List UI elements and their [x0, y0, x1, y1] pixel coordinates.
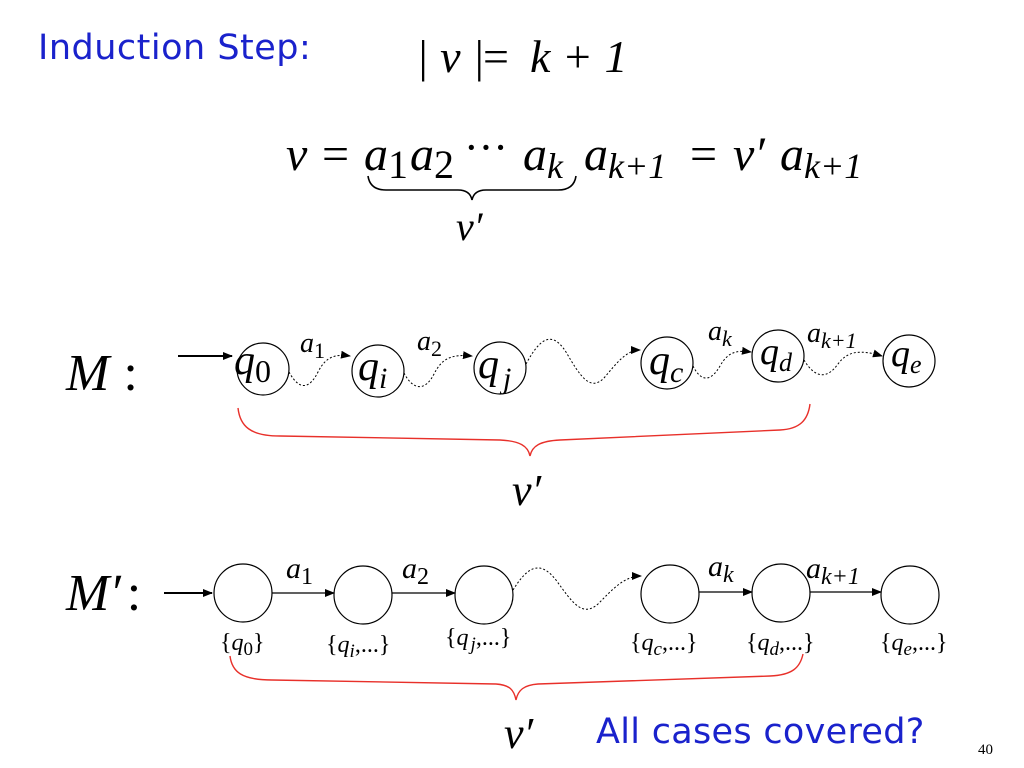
length-rhs: k + 1: [530, 31, 627, 82]
mp-state-0: [213, 563, 273, 623]
mp-set-4: {qd,...}: [746, 630, 815, 660]
m-state-qi-label: qi: [358, 344, 387, 395]
mp-state-1: [333, 565, 393, 625]
length-equals: =: [483, 31, 509, 82]
mp-state-5: [880, 565, 940, 625]
mp-label-ak1: ak+1: [806, 552, 860, 590]
m-brace-label: v′: [512, 466, 543, 515]
m-state-q0: [236, 342, 290, 396]
length-lhs: | v |: [416, 31, 485, 82]
mp-set-1: {qi,...}: [326, 632, 390, 662]
mp-label-a2: a2: [402, 552, 429, 590]
m-state-qe-label: qe: [891, 333, 922, 379]
m-state-qc-label: qc: [649, 338, 683, 389]
mp-state-3: [640, 564, 700, 624]
m-transition-qc-qd: [692, 346, 752, 379]
m-transition-qj-qc: [525, 338, 641, 384]
mp-state-2: [454, 565, 514, 625]
decomp-dots: ···: [464, 123, 508, 172]
machine-m-prime: M′: a1 a2 ak: [65, 550, 948, 758]
length-formula: | v | = k + 1: [416, 31, 627, 82]
m-state-qi: [351, 344, 405, 398]
m-red-brace: [237, 403, 811, 457]
mp-set-3: {qc,...}: [630, 630, 698, 660]
decomp-a2: a2: [410, 128, 454, 187]
m-label-a2: a2: [417, 326, 442, 361]
page-number: 40: [978, 742, 993, 758]
machine-m-prime-label: M′:: [65, 565, 141, 622]
m-label-ak: ak: [708, 316, 733, 351]
decomp-ak1b: ak+1: [780, 128, 862, 186]
mp-set-0: {q0}: [220, 630, 265, 660]
m-state-q0-label: q0: [234, 338, 271, 389]
decomp-v: v: [286, 128, 308, 181]
m-state-qd-label: qd: [760, 331, 793, 377]
slide-heading: Induction Step:: [38, 28, 312, 68]
decomp-ak: ak: [523, 128, 564, 186]
mp-red-brace: [229, 653, 804, 701]
mp-transition-2-3: [512, 567, 642, 610]
machine-m-label: M:: [65, 345, 138, 402]
m-transition-qi-qj: [403, 351, 473, 388]
m-state-qc: [640, 336, 694, 390]
m-label-ak1: ak+1: [807, 318, 857, 353]
decomp-a1: a1: [364, 128, 408, 187]
m-transition-q0-qi: [288, 350, 351, 386]
mp-state-4: [751, 563, 811, 623]
closing-question: All cases covered?: [596, 712, 925, 752]
decomp-eq2: =: [690, 128, 717, 181]
mp-set-5: {qe,...}: [880, 630, 948, 660]
m-state-qj: [473, 341, 527, 395]
decomp-vprime: v′: [733, 128, 766, 181]
formula-underbrace: [367, 175, 577, 201]
mp-label-ak: ak: [708, 550, 734, 588]
mp-label-a1: a1: [286, 552, 313, 590]
m-state-qd: [751, 329, 805, 383]
m-state-qe: [882, 334, 936, 388]
m-label-a1: a1: [300, 328, 325, 363]
m-transition-qd-qe: [803, 349, 883, 376]
decomp-eq1: =: [322, 128, 349, 181]
mp-brace-label: v′: [504, 709, 535, 758]
decomposition-formula: v = a1 a2 ··· ak ak+1 = v′ ak+1: [286, 123, 862, 249]
formula-brace-label: v′: [456, 204, 484, 249]
decomp-ak1: ak+1: [584, 128, 666, 186]
